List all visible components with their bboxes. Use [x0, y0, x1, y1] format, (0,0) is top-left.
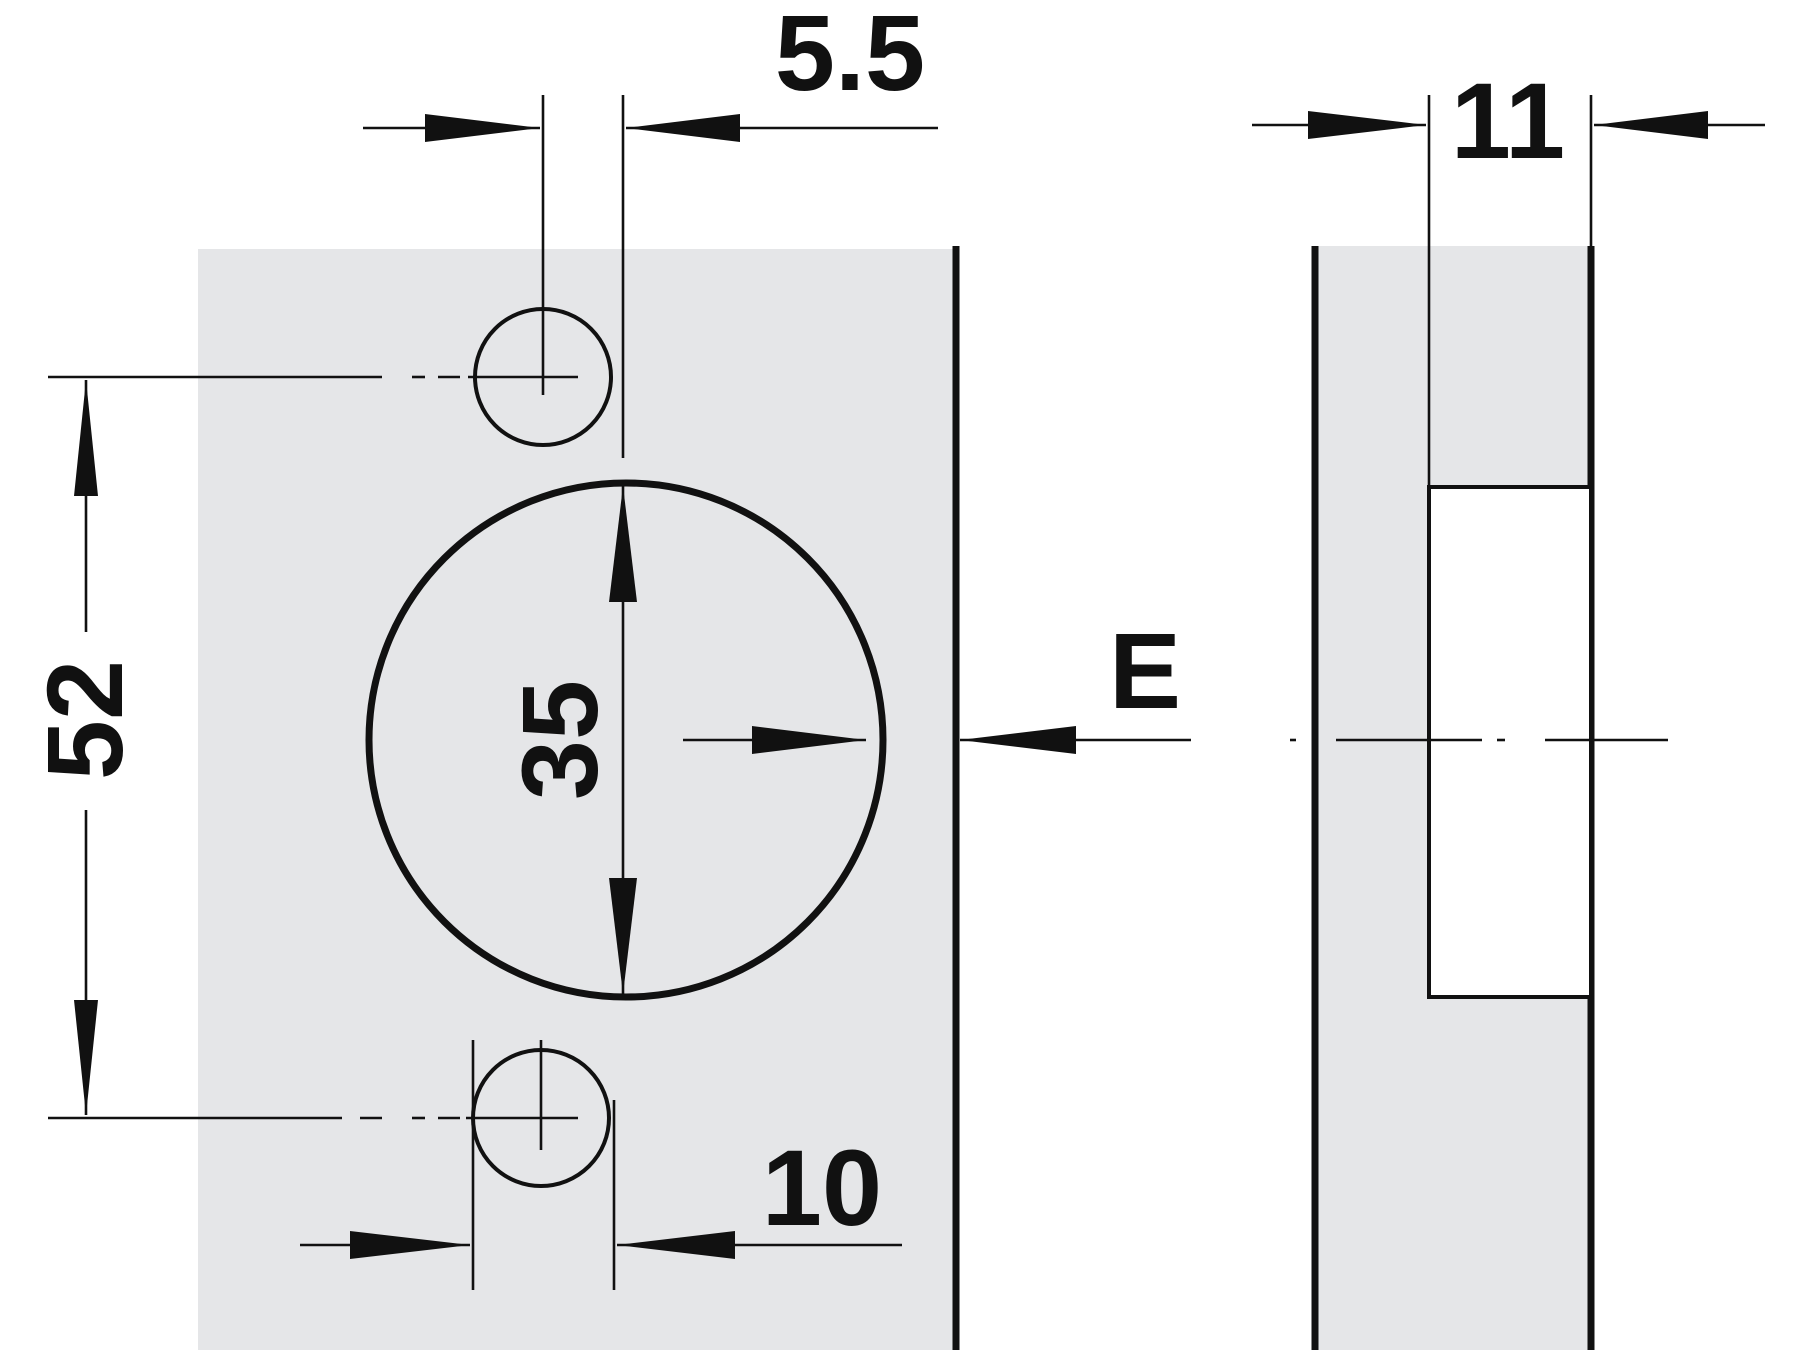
hole-spacing-label: 52	[24, 660, 145, 780]
hole-spacing-dimension: 52	[24, 380, 145, 1115]
screw-offset-dimension: 5.5	[363, 0, 938, 458]
panel-thickness-label: 11	[1451, 60, 1565, 181]
cup-diameter-dimension: 35	[499, 486, 637, 994]
hole-spacing-extension-lines	[48, 375, 460, 1120]
hinge-cup-hole	[365, 479, 887, 1001]
front-view	[198, 95, 960, 1350]
screw-offset-label: 5.5	[775, 0, 925, 113]
side-view	[1290, 246, 1668, 1350]
door-panel-front	[198, 249, 956, 1350]
panel-thickness-dimension: 11	[1252, 60, 1765, 487]
cup-diameter-label: 35	[499, 680, 620, 800]
screw-diameter-dimension: 10	[300, 1040, 902, 1290]
edge-distance-label: E	[1109, 610, 1181, 731]
screw-diameter-label: 10	[762, 1127, 882, 1248]
cup-recess-section	[1427, 485, 1593, 999]
edge-distance-dimension: E	[683, 610, 1191, 754]
